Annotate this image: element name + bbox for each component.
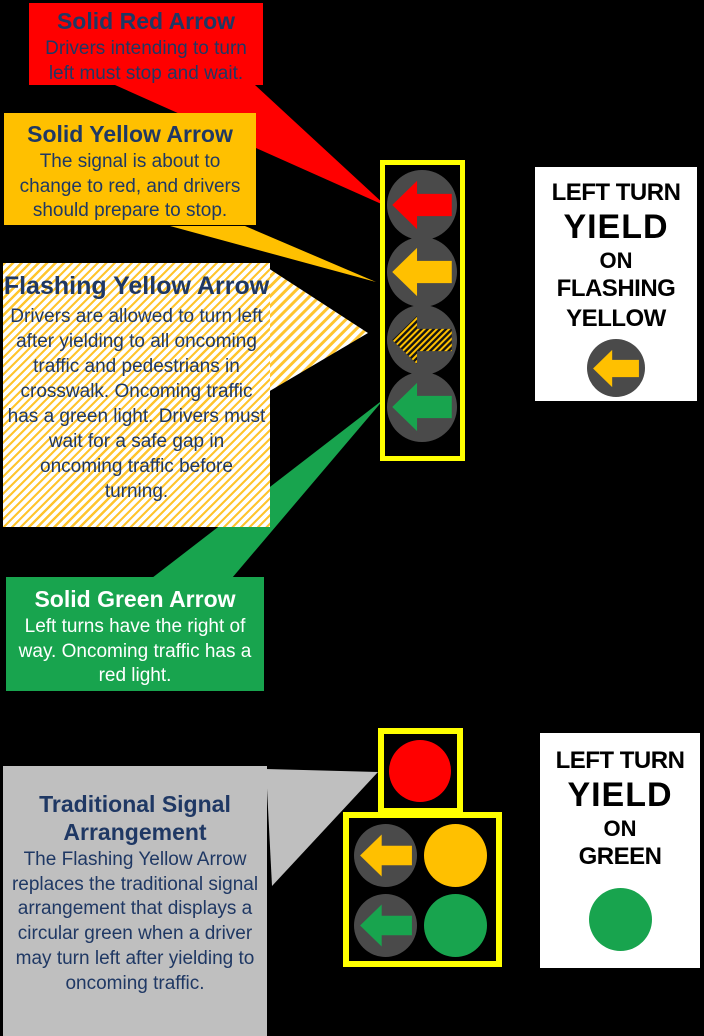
light-yellow-left-arrow: [354, 824, 417, 887]
sign-line: GREEN: [578, 843, 662, 871]
flashing-yellow-left-arrow-icon: [392, 315, 452, 365]
sign-line: ON: [599, 247, 633, 273]
callout-traditional-signal-arrangement: Traditional Signal Arrangement The Flash…: [3, 766, 267, 1036]
flashing-yellow-callout-wedge: [268, 268, 368, 392]
traditional-callout-wedge: [266, 769, 378, 886]
yellow-left-arrow-icon: [359, 834, 412, 877]
callout-body: Left turns have the right of way. Oncomi…: [18, 616, 252, 687]
callout-title: Solid Red Arrow: [56, 8, 236, 34]
sign-line: LEFT TURN: [551, 179, 681, 206]
callout-solid-yellow-arrow: Solid Yellow Arrow The signal is about t…: [4, 113, 256, 225]
traditional-signal-main-housing: [343, 812, 502, 967]
sign-line: LEFT TURN: [555, 747, 685, 774]
sign-line: FLASHING: [556, 275, 676, 303]
callout-title: Solid Green Arrow: [34, 586, 236, 612]
red-ball-icon: [389, 740, 451, 802]
red-left-arrow-icon: [392, 180, 452, 230]
solid-yellow-callout-wedge: [170, 226, 376, 282]
callout-body: The signal is about to change to red, an…: [19, 151, 241, 222]
light-solid-red-arrow: [387, 170, 457, 240]
light-solid-green-arrow: [387, 372, 457, 442]
sign-line: YELLOW: [566, 305, 666, 333]
yellow-left-arrow-icon: [593, 349, 639, 387]
callout-solid-green-arrow: Solid Green Arrow Left turns have the ri…: [6, 577, 264, 691]
green-left-arrow-icon: [392, 382, 452, 432]
light-green-left-arrow: [354, 894, 417, 957]
yellow-ball-icon: [424, 824, 487, 887]
callout-title: Traditional Signal Arrangement: [39, 791, 231, 846]
sign-left-turn-yield-on-green: LEFT TURN YIELD ON GREEN: [540, 733, 700, 968]
callout-title: Flashing Yellow Arrow: [3, 272, 270, 300]
callout-flashing-yellow-arrow: Flashing Yellow Arrow Drivers are allowe…: [3, 263, 270, 527]
light-solid-yellow-arrow: [387, 237, 457, 307]
callout-solid-red-arrow: Solid Red Arrow Drivers intending to tur…: [29, 3, 263, 85]
flashing-yellow-arrow-symbol: [587, 339, 645, 398]
light-flashing-yellow-arrow: [387, 305, 457, 375]
sign-line: YIELD: [567, 775, 673, 814]
green-ball-icon: [424, 894, 487, 957]
green-ball-icon: [588, 888, 652, 952]
callout-body: Drivers intending to turn left must stop…: [45, 38, 247, 84]
fya-signal-housing: [380, 160, 465, 461]
sign-line: YIELD: [563, 207, 669, 246]
traditional-signal-top-housing: [378, 728, 463, 814]
callout-title: Solid Yellow Arrow: [27, 121, 233, 147]
green-left-arrow-icon: [359, 904, 412, 947]
callout-body: Drivers are allowed to turn left after y…: [7, 305, 266, 502]
callout-body: The Flashing Yellow Arrow replaces the t…: [11, 849, 259, 994]
sign-left-turn-yield-on-flashing-yellow: LEFT TURN YIELD ON FLASHING YELLOW: [535, 167, 697, 401]
sign-line: ON: [603, 815, 637, 841]
yellow-left-arrow-icon: [392, 247, 452, 297]
